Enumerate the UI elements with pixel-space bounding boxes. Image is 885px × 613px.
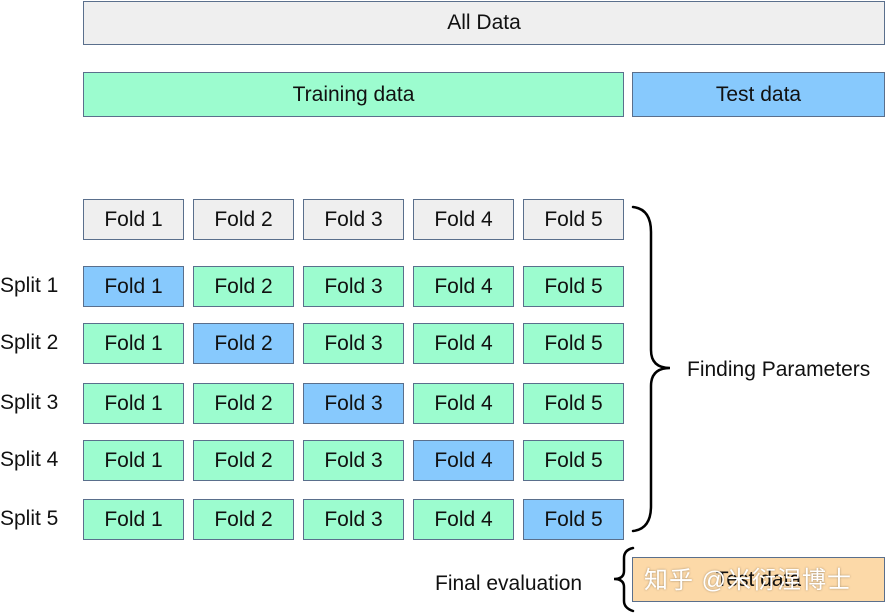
fold-label: Fold 3: [324, 331, 383, 355]
fold-header-3: Fold 3: [303, 199, 404, 240]
fold-train-cell: Fold 2: [193, 499, 294, 540]
split-label: Split 3: [0, 391, 59, 414]
fold-header-1: Fold 1: [83, 199, 184, 240]
fold-train-cell: Fold 1: [83, 323, 184, 364]
fold-label: Fold 4: [434, 448, 493, 472]
fold-train-cell: Fold 5: [523, 266, 624, 307]
training-data-bar: Training data: [83, 72, 624, 117]
fold-label: Fold 2: [214, 391, 273, 415]
fold-train-cell: Fold 5: [523, 383, 624, 424]
fold-header-label: Fold 2: [214, 207, 273, 231]
split-label: Split 5: [0, 507, 59, 530]
finding-parameters-label: Finding Parameters: [687, 358, 871, 381]
fold-test-cell: Fold 5: [523, 499, 624, 540]
fold-label: Fold 2: [214, 507, 273, 531]
fold-train-cell: Fold 4: [413, 499, 514, 540]
fold-label: Fold 2: [214, 274, 273, 298]
training-data-label: Training data: [292, 82, 415, 106]
fold-train-cell: Fold 3: [303, 440, 404, 481]
fold-header-label: Fold 5: [544, 207, 603, 231]
fold-label: Fold 3: [324, 274, 383, 298]
fold-train-cell: Fold 1: [83, 440, 184, 481]
fold-label: Fold 1: [104, 391, 163, 415]
fold-label: Fold 1: [104, 507, 163, 531]
fold-train-cell: Fold 3: [303, 499, 404, 540]
fold-train-cell: Fold 2: [193, 383, 294, 424]
fold-label: Fold 5: [544, 274, 603, 298]
fold-train-cell: Fold 5: [523, 323, 624, 364]
final-evaluation-label: Final evaluation: [435, 572, 583, 595]
fold-test-cell: Fold 4: [413, 440, 514, 481]
all-data-bar: All Data: [83, 1, 885, 45]
fold-label: Fold 2: [214, 331, 273, 355]
final-test-data-box: Test data: [632, 557, 885, 602]
fold-label: Fold 4: [434, 507, 493, 531]
fold-label: Fold 3: [324, 507, 383, 531]
fold-test-cell: Fold 3: [303, 383, 404, 424]
fold-label: Fold 3: [324, 391, 383, 415]
fold-train-cell: Fold 2: [193, 440, 294, 481]
watermark-text: 知乎 @米衍涅博士: [644, 567, 853, 594]
fold-test-cell: Fold 2: [193, 323, 294, 364]
split-label: Split 2: [0, 331, 59, 354]
fold-label: Fold 5: [544, 391, 603, 415]
split-label: Split 4: [0, 448, 59, 471]
fold-label: Fold 5: [544, 448, 603, 472]
fold-label: Fold 1: [104, 331, 163, 355]
fold-label: Fold 2: [214, 448, 273, 472]
split-label: Split 1: [0, 274, 59, 297]
fold-label: Fold 5: [544, 507, 603, 531]
fold-train-cell: Fold 4: [413, 266, 514, 307]
fold-label: Fold 1: [104, 274, 163, 298]
fold-label: Fold 1: [104, 448, 163, 472]
fold-train-cell: Fold 5: [523, 440, 624, 481]
fold-label: Fold 3: [324, 448, 383, 472]
fold-train-cell: Fold 2: [193, 266, 294, 307]
fold-header-2: Fold 2: [193, 199, 294, 240]
fold-header-5: Fold 5: [523, 199, 624, 240]
fold-label: Fold 4: [434, 391, 493, 415]
fold-train-cell: Fold 4: [413, 383, 514, 424]
final-test-data-label: Test data: [715, 567, 802, 591]
fold-train-cell: Fold 3: [303, 266, 404, 307]
fold-test-cell: Fold 1: [83, 266, 184, 307]
fold-header-label: Fold 4: [434, 207, 493, 231]
test-data-bar: Test data: [632, 72, 885, 117]
fold-label: Fold 5: [544, 331, 603, 355]
fold-label: Fold 4: [434, 331, 493, 355]
all-data-label: All Data: [447, 11, 521, 34]
fold-train-cell: Fold 1: [83, 383, 184, 424]
fold-header-label: Fold 1: [104, 207, 163, 231]
fold-header-4: Fold 4: [413, 199, 514, 240]
fold-train-cell: Fold 3: [303, 323, 404, 364]
fold-label: Fold 4: [434, 274, 493, 298]
fold-train-cell: Fold 4: [413, 323, 514, 364]
fold-train-cell: Fold 1: [83, 499, 184, 540]
test-data-label: Test data: [715, 82, 802, 106]
fold-header-label: Fold 3: [324, 207, 383, 231]
